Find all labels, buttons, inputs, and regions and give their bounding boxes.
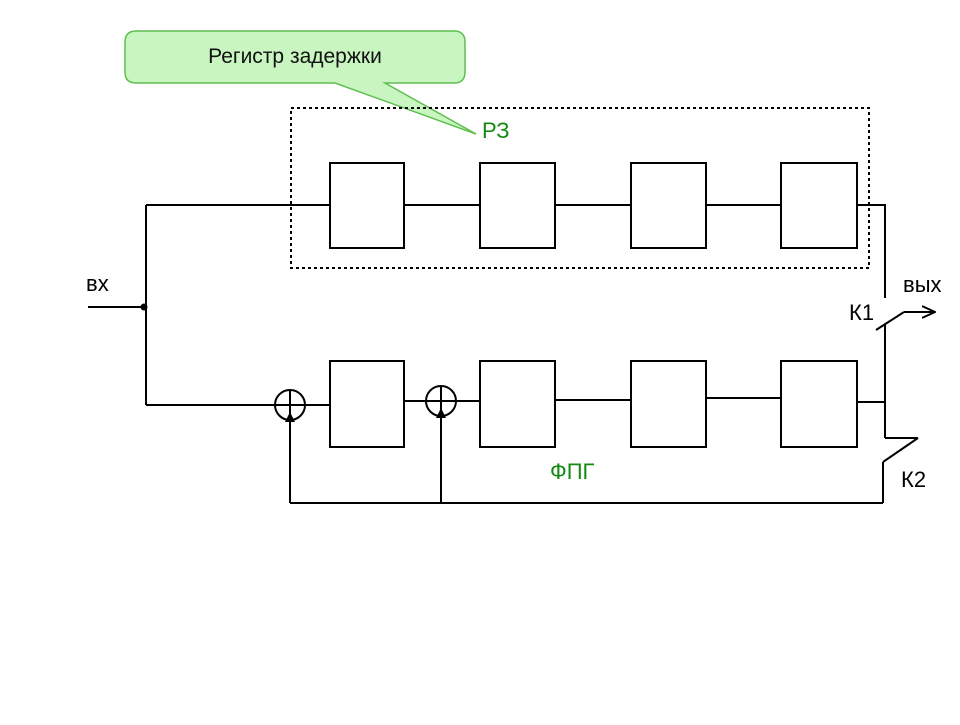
callout-bubble: Регистр задержки (124, 30, 477, 135)
switch-k1-label: К1 (849, 300, 874, 325)
switch-k1-blade (875, 311, 905, 331)
fsr-cell-4 (780, 360, 858, 448)
fsr-cell-1 (329, 360, 405, 448)
fsr-cell-2 (479, 360, 556, 448)
delay-cell-4 (780, 162, 858, 249)
xor-adder-1 (274, 389, 306, 421)
xor-adder-2 (425, 385, 457, 417)
delay-cell-2 (479, 162, 556, 249)
callout-text: Регистр задержки (208, 45, 382, 68)
input-label: вх (86, 271, 109, 296)
switch-k2-label: К2 (901, 467, 926, 492)
output-label: вых (903, 272, 942, 297)
delay-cell-3 (630, 162, 707, 249)
delay-register-label: РЗ (482, 118, 509, 143)
switch-k2-blade (882, 437, 919, 463)
delay-cell-1 (329, 162, 405, 249)
delay-register-frame (290, 107, 870, 269)
feedback-register-label: ФПГ (550, 459, 595, 484)
fsr-cell-3 (630, 360, 707, 448)
top-output-wire (857, 204, 886, 298)
